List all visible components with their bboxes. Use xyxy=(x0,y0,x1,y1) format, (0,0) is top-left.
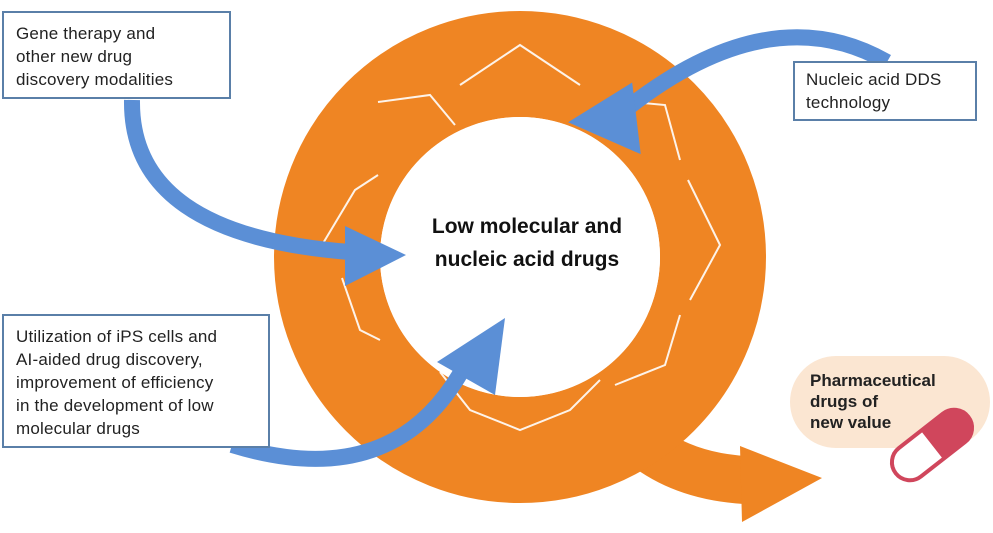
arrow-gene-therapy xyxy=(123,99,406,286)
ring-segment-outlines xyxy=(321,43,722,432)
arrow-ips-ai xyxy=(229,318,505,467)
callout-gene-therapy: Gene therapy and other new drug discover… xyxy=(2,11,231,99)
center-title: Low molecular and nucleic acid drugs xyxy=(431,215,623,271)
callout-nucleic-acid-dds: Nucleic acid DDS technology xyxy=(793,61,977,121)
center-hub xyxy=(380,117,660,397)
arrow-dds xyxy=(568,29,891,155)
capsule-icon xyxy=(889,407,975,483)
output-label: Pharmaceutical drugs of new value xyxy=(810,371,936,432)
callout-ips-ai: Utilization of iPS cells and AI-aided dr… xyxy=(2,314,270,448)
